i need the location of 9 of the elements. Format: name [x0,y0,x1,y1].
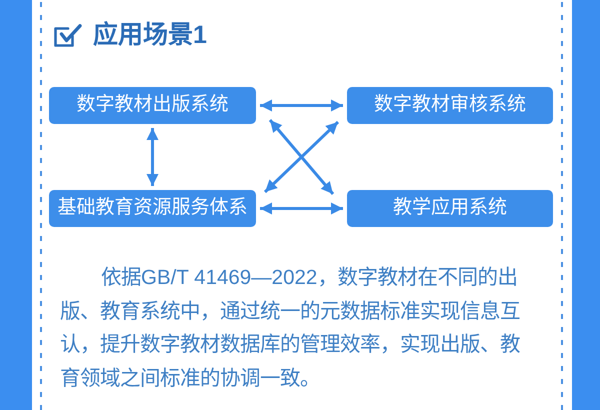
title: 应用场景1 [93,20,207,50]
process-box: 教学应用系统 [347,190,553,227]
double-arrow [260,100,343,112]
double-arrow [146,128,158,186]
paragraph: 依据GB/T 41469—2022，数字教材在不同的出版、教育系统中，通过统一的元数据标准实现信息互认，提升数字教材数据库的管理效率，实现出版、教育领域之间标准的协调一致。 [60,265,521,392]
process-box: 基础教育资源服务体系 [49,190,256,227]
process-box: 数字教材出版系统 [49,87,256,124]
double-arrow [260,202,343,214]
process-box: 数字教材审核系统 [347,87,553,124]
